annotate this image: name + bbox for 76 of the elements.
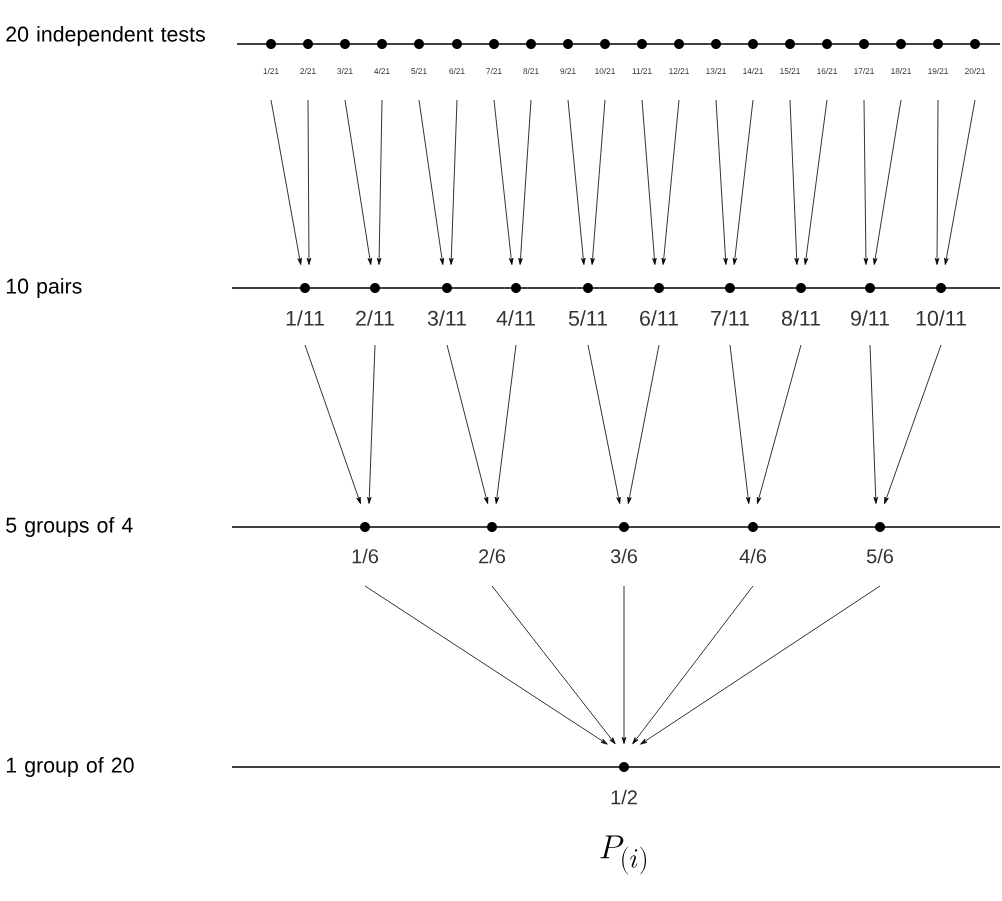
value-label: 17/21	[854, 67, 874, 75]
value-label: 11/21	[632, 67, 652, 75]
arrow	[729, 344, 751, 504]
row-label: 5 groups of 4	[6, 517, 133, 537]
arrow	[344, 99, 372, 265]
arrow	[590, 99, 606, 265]
value-label: 5/11	[568, 310, 607, 326]
value-label: 5/21	[411, 67, 427, 75]
arrow	[449, 99, 458, 265]
value-label: 3/6	[610, 548, 638, 564]
row-label: 1 group of 20	[6, 757, 134, 777]
arrow	[803, 99, 828, 265]
arrow	[661, 99, 680, 265]
arrow	[567, 99, 586, 265]
arrow	[632, 585, 754, 745]
arrow	[732, 99, 754, 265]
value-label: 4/21	[374, 67, 390, 75]
arrow	[367, 344, 376, 504]
value-label: 12/21	[669, 67, 689, 75]
caption: $P_{(i)}$	[600, 835, 647, 875]
value-label: 1/2	[611, 789, 637, 805]
value-label: 10/11	[916, 310, 966, 326]
arrow	[621, 585, 627, 744]
arrow	[789, 99, 799, 265]
value-label: 13/21	[706, 67, 726, 75]
value-label: 10/21	[595, 67, 615, 75]
value-label: 20/21	[965, 67, 985, 75]
value-label: 4/11	[496, 310, 535, 326]
value-label: 8/11	[781, 310, 820, 326]
value-label: 4/6	[739, 548, 767, 564]
arrow	[304, 344, 361, 504]
arrow	[446, 344, 489, 504]
arrow	[376, 99, 383, 265]
value-label: 15/21	[780, 67, 800, 75]
value-label: 3/21	[337, 67, 353, 75]
value-label: 1/11	[286, 310, 324, 326]
value-label: 9/11	[851, 310, 889, 326]
value-label: 1/21	[263, 67, 279, 75]
arrow	[863, 99, 869, 265]
value-label: 14/21	[743, 67, 763, 75]
arrow	[640, 585, 881, 745]
arrow	[587, 344, 621, 504]
value-label: 2/6	[479, 548, 506, 564]
arrow	[884, 344, 942, 505]
arrow	[270, 99, 302, 265]
value-label: 8/21	[523, 67, 539, 75]
value-label: 3/11	[427, 310, 466, 326]
value-label: 19/21	[928, 67, 948, 75]
value-label: 7/21	[486, 67, 502, 75]
arrow	[869, 344, 878, 504]
arrow	[934, 99, 940, 265]
arrow	[944, 99, 976, 265]
arrow	[627, 344, 660, 504]
value-label: 6/21	[449, 67, 465, 75]
arrow	[494, 344, 517, 504]
value-label: 9/21	[560, 67, 576, 75]
arrow	[756, 344, 802, 504]
row-label: 10 pairs	[6, 278, 82, 298]
arrow	[493, 99, 514, 265]
row-label: 20 independent tests	[6, 26, 205, 46]
value-label: 7/11	[711, 310, 749, 326]
value-label: 5/6	[866, 548, 894, 564]
arrow	[491, 585, 616, 745]
arrow	[418, 99, 445, 265]
value-label: 16/21	[817, 67, 837, 75]
arrow	[641, 99, 657, 265]
arrow	[306, 99, 312, 265]
arrow	[518, 99, 532, 265]
value-label: 18/21	[891, 67, 911, 75]
value-label: 6/11	[640, 310, 678, 326]
value-label: 2/21	[300, 67, 316, 75]
value-label: 2/11	[356, 310, 394, 326]
arrow	[873, 99, 902, 265]
arrow	[364, 585, 608, 745]
value-label: 1/6	[352, 548, 379, 564]
arrow	[715, 99, 728, 265]
